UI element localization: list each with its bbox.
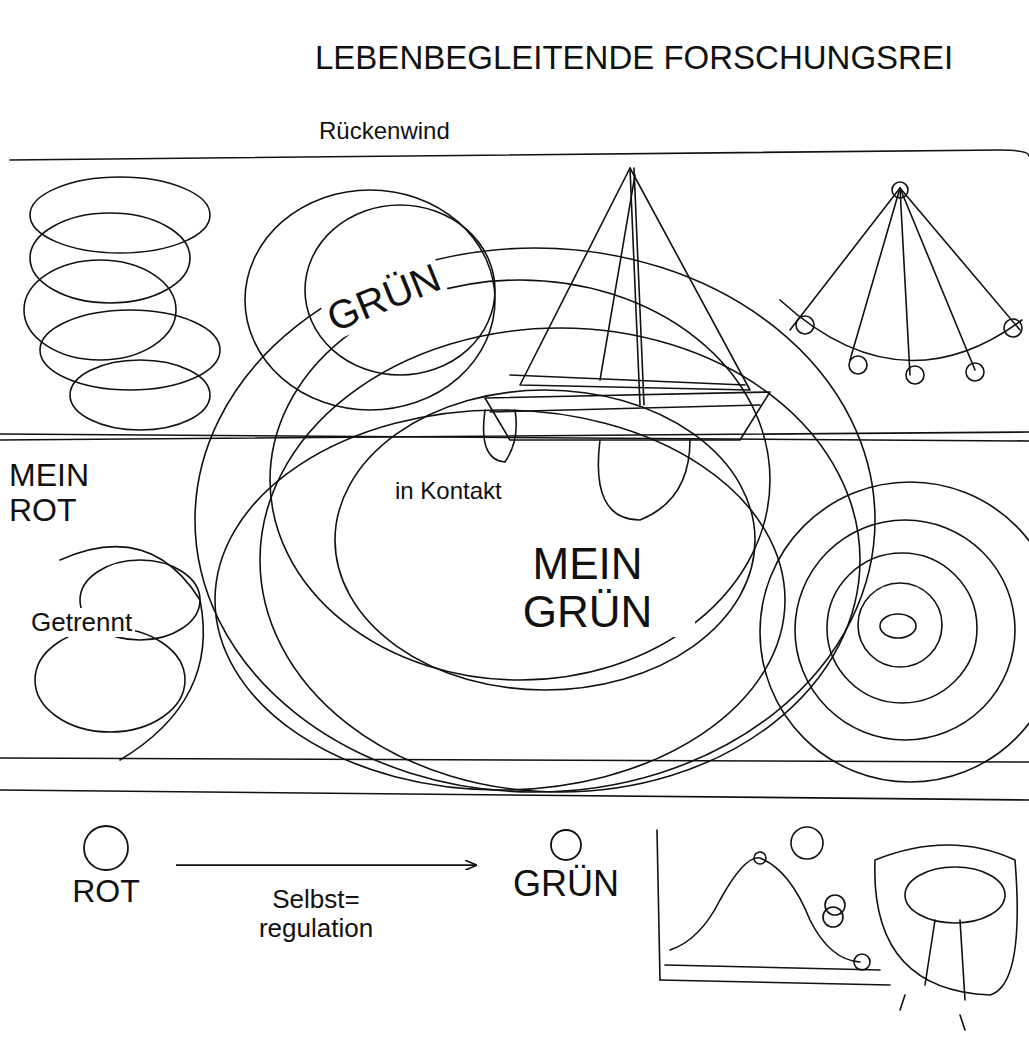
left-scribble-stroke xyxy=(60,547,203,760)
tent-symbol-stroke xyxy=(966,363,984,381)
cup-symbol-stroke xyxy=(875,845,1017,995)
cup-symbol-stroke xyxy=(900,995,905,1010)
tent-symbol-stroke xyxy=(906,366,924,384)
curve-sketch-stroke xyxy=(823,907,843,927)
circle-node: ROT xyxy=(40,822,172,909)
sailboat-stroke xyxy=(634,168,644,405)
circle-node: GRÜN xyxy=(480,826,652,904)
curve-sketch-stroke xyxy=(670,858,860,962)
left-scribble-stroke xyxy=(24,260,176,360)
title-text: LEBENBEGLEITENDE FORSCHUNGSREI xyxy=(312,40,956,76)
sketch-label: GRÜN xyxy=(318,254,449,341)
frame-lines-stroke xyxy=(0,758,1029,762)
label-holder: MEIN ROT xyxy=(6,458,126,528)
label-holder: GRÜN xyxy=(318,254,449,341)
curve-sketch xyxy=(657,827,890,985)
green-zone-scribble-stroke xyxy=(245,190,495,410)
sailboat-stroke xyxy=(510,375,745,385)
edge-label: Selbst= regulation xyxy=(221,885,411,942)
sketch-label: MEIN ROT xyxy=(6,458,126,528)
cup-symbol-stroke xyxy=(905,867,1005,923)
cup-symbol-stroke xyxy=(925,920,935,985)
curve-sketch-stroke xyxy=(854,954,870,970)
curve-sketch-stroke xyxy=(754,852,766,864)
sketch-label: MEIN GRÜN xyxy=(480,540,695,637)
sailboat-stroke xyxy=(484,410,517,462)
frame-lines-stroke xyxy=(10,150,1029,160)
tent-symbol-stroke xyxy=(900,188,1020,330)
sailboat-stroke xyxy=(600,175,635,380)
edge-label-holder: Selbst= regulation xyxy=(221,885,411,942)
cup-symbol xyxy=(875,845,1017,1030)
node-text: ROT xyxy=(40,874,172,909)
curve-sketch-stroke xyxy=(660,980,890,985)
label-holder: Rückenwind xyxy=(316,118,453,144)
label-holder: MEIN GRÜN xyxy=(480,540,695,637)
arrow-connector xyxy=(176,864,476,866)
green-zone-scribble-stroke xyxy=(260,328,860,792)
sailboat-stroke xyxy=(520,168,750,390)
green-zone-scribble-stroke xyxy=(335,390,755,690)
title-text-holder: LEBENBEGLEITENDE FORSCHUNGSREI xyxy=(312,40,956,76)
left-scribble-stroke xyxy=(30,177,210,253)
tent-symbol-stroke xyxy=(900,188,975,370)
tent-symbol-stroke xyxy=(900,188,910,375)
node-text: GRÜN xyxy=(480,864,652,904)
tent-symbol-stroke xyxy=(790,188,900,330)
concentric-circles-stroke xyxy=(858,583,942,667)
left-scribble-stroke xyxy=(40,310,220,390)
sketch-label: in Kontakt xyxy=(392,478,505,504)
concentric-circles-stroke xyxy=(880,614,916,638)
concentric-circles-stroke xyxy=(760,482,1029,782)
cup-symbol-stroke xyxy=(960,920,965,1000)
concentric-circles-stroke xyxy=(795,520,1015,740)
tent-symbol-stroke xyxy=(850,188,900,360)
green-zone-scribble-stroke xyxy=(195,248,875,792)
sailboat xyxy=(484,168,770,520)
sailboat-stroke xyxy=(485,392,770,440)
green-zone-scribble-stroke xyxy=(305,205,495,375)
concentric-circles xyxy=(760,482,1029,782)
label-holder: Getrennt xyxy=(28,608,135,637)
circle-shape xyxy=(84,826,128,870)
sketch-label: Getrennt xyxy=(28,608,135,637)
circle-outline xyxy=(40,822,172,874)
tent-symbol-stroke xyxy=(796,316,814,334)
label-holder: in Kontakt xyxy=(392,478,505,504)
green-zone-scribble-stroke xyxy=(270,280,770,680)
left-scribble-stroke xyxy=(35,628,185,732)
sailboat-stroke xyxy=(490,405,760,412)
tent-symbol-stroke xyxy=(1004,319,1022,337)
curve-sketch-stroke xyxy=(657,830,660,980)
green-zone-scribble-stroke xyxy=(215,410,785,790)
left-scribble-stroke xyxy=(30,213,190,303)
circle-shape xyxy=(551,830,581,860)
circle-outline xyxy=(480,826,652,864)
concentric-circles-stroke xyxy=(827,553,977,703)
left-scribble-stroke xyxy=(70,360,210,430)
curve-sketch-stroke xyxy=(791,827,823,859)
sketch-label: Rückenwind xyxy=(316,118,453,144)
tent-symbol-stroke xyxy=(780,300,1022,361)
green-zone-scribble xyxy=(195,190,875,792)
cup-symbol-stroke xyxy=(960,1015,965,1030)
curve-sketch-stroke xyxy=(665,965,880,970)
frame-lines xyxy=(0,150,1029,800)
tent-symbol-stroke xyxy=(849,356,867,374)
sailboat-stroke xyxy=(598,440,690,520)
tent-symbol xyxy=(780,182,1022,384)
